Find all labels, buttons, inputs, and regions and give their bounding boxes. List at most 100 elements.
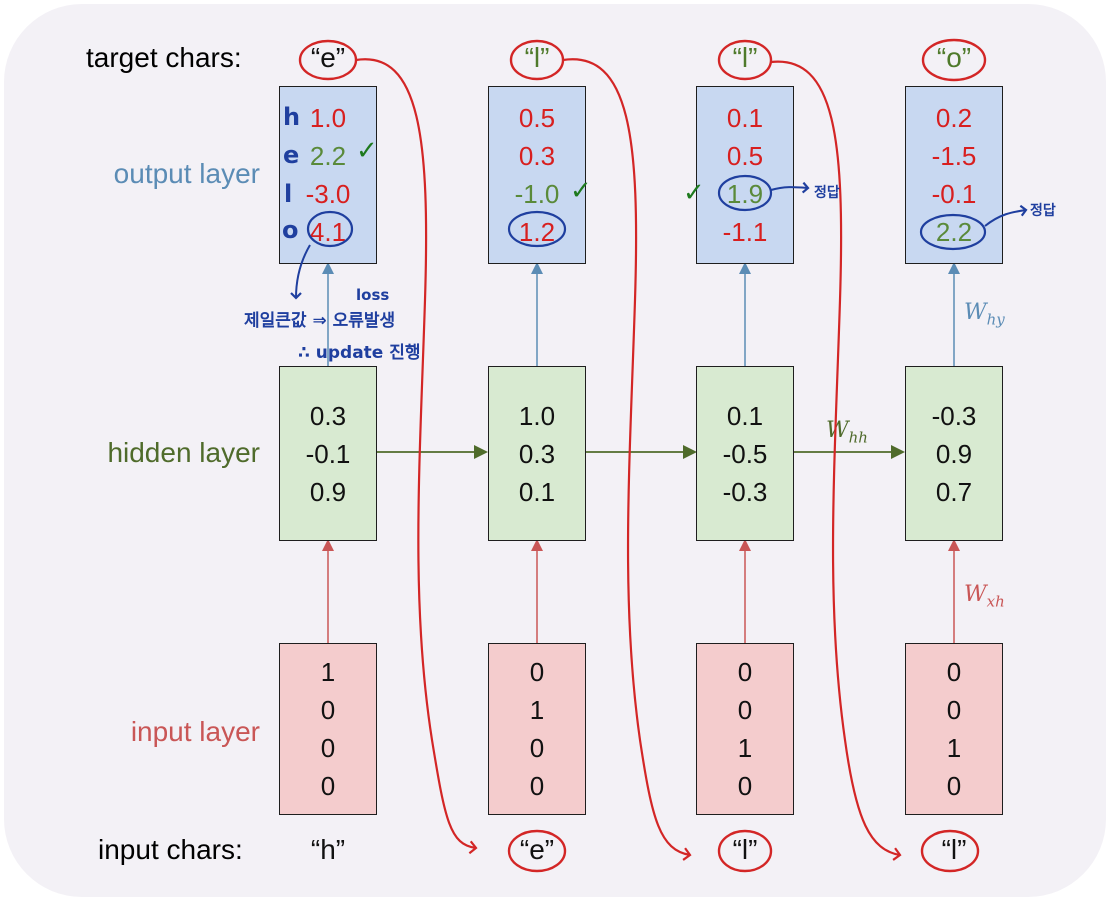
output-layer-label: output layer (113, 158, 260, 189)
hidden-value: 0.1 (726, 400, 764, 431)
hidden-layer-label: hidden layer (107, 437, 260, 468)
target-chars-label: target chars: (86, 42, 242, 73)
target-circle-3 (717, 39, 773, 81)
flow-arrow-2 (562, 58, 692, 861)
correct-arrow-1 (770, 181, 810, 194)
output-value: 0.1 (726, 103, 764, 133)
input-char-1: “h” (310, 834, 346, 865)
why-label: Why (964, 300, 1005, 329)
vocab-letter: o (282, 216, 299, 244)
vocab-letter: h (283, 103, 301, 131)
output-value: -1.1 (722, 217, 768, 247)
target-char-4: “o” (936, 42, 972, 73)
output-value: 1.2 (518, 217, 556, 247)
input-box-3: 0 0 1 0 (696, 643, 794, 815)
input-char-3: “l” (732, 834, 758, 865)
loss-arrow (290, 244, 311, 300)
input-value: 0 (946, 695, 962, 725)
hidden-value: -0.5 (722, 438, 768, 469)
target-char-2: “l” (524, 42, 550, 73)
check-mark: ✓ (356, 136, 378, 166)
correct-arrow-2 (984, 204, 1028, 227)
hidden-box-4: -0.3 0.9 0.7 (905, 366, 1003, 541)
input-circle-2 (507, 829, 567, 873)
loss-note-update: ∴ update 진행 (298, 343, 421, 363)
correct-note-1: 정답 (814, 185, 840, 201)
check-mark: ✓ (683, 178, 705, 208)
hidden-box-3: 0.1 -0.5 -0.3 (696, 366, 794, 541)
output-box-1: 1.0 2.2 -3.0 4.1 (279, 86, 377, 264)
input-value: 0 (529, 657, 545, 687)
output-value: 0.3 (518, 141, 556, 171)
hidden-box-1: 0.3 -0.1 0.9 (279, 366, 377, 541)
input-box-2: 0 1 0 0 (488, 643, 586, 815)
input-box-1: 1 0 0 0 (279, 643, 377, 815)
output-value: -0.1 (931, 179, 977, 209)
output-box-4: 0.2 -1.5 -0.1 2.2 (905, 86, 1003, 264)
loss-note-main: 제일큰값 ⇒ 오류발생 (244, 311, 396, 331)
input-layer-label: input layer (130, 716, 260, 747)
input-value: 0 (320, 695, 336, 725)
hidden-box-2: 1.0 0.3 0.1 (488, 366, 586, 541)
target-char-1: “e” (310, 42, 346, 73)
target-circle-4 (921, 38, 987, 82)
output-value: 0.5 (726, 141, 764, 171)
output-value: 0.2 (935, 103, 973, 133)
input-chars-label: input chars: (98, 834, 243, 865)
flow-arrow-3 (770, 60, 902, 861)
max-circle-2 (507, 210, 567, 248)
hidden-value: 0.9 (935, 438, 973, 469)
hidden-value: 0.9 (309, 476, 347, 507)
input-value: 1 (529, 695, 545, 725)
max-circle-1 (306, 210, 354, 248)
output-value: -3.0 (305, 179, 351, 209)
check-mark: ✓ (570, 176, 592, 206)
correct-note-2: 정답 (1030, 203, 1056, 219)
input-value: 0 (529, 733, 545, 763)
input-char-4: “l” (941, 834, 967, 865)
input-value: 0 (529, 771, 545, 801)
input-value: 0 (320, 771, 336, 801)
input-value: 0 (737, 657, 753, 687)
target-circle-1 (298, 39, 358, 81)
loss-note-loss: loss (356, 286, 390, 304)
hidden-value: 0.3 (518, 438, 556, 469)
wxh-label: Wxh (964, 582, 1005, 611)
target-char-3: “l” (732, 42, 758, 73)
whh-label: Whh (826, 418, 868, 447)
vocab-letter: e (283, 141, 300, 169)
input-value: 0 (737, 771, 753, 801)
hidden-value: -0.3 (722, 476, 768, 507)
hidden-value: -0.1 (305, 438, 351, 469)
input-value: 1 (320, 657, 336, 687)
hidden-value: 0.7 (935, 476, 973, 507)
input-value: 0 (946, 657, 962, 687)
input-value: 1 (946, 733, 962, 763)
output-value: 0.5 (518, 103, 556, 133)
hidden-value: 0.1 (518, 476, 556, 507)
input-char-2: “e” (519, 834, 555, 865)
output-value: 2.2 (309, 141, 347, 171)
target-circle-2 (509, 39, 565, 81)
output-box-2: 0.5 0.3 -1.0 1.2 (488, 86, 586, 264)
output-value: -1.0 (514, 179, 560, 209)
input-value: 0 (737, 695, 753, 725)
input-value: 0 (946, 771, 962, 801)
input-value: 1 (737, 733, 753, 763)
correct-circle-4 (919, 213, 987, 251)
input-circle-4 (920, 829, 980, 873)
flow-arrow-1 (355, 58, 478, 855)
hidden-value: 1.0 (518, 400, 556, 431)
hidden-value: -0.3 (931, 400, 977, 431)
correct-circle-3 (717, 174, 773, 212)
output-value: 1.9 (726, 179, 764, 209)
output-value: -1.5 (931, 141, 977, 171)
input-circle-3 (717, 829, 773, 873)
output-box-3: 0.1 0.5 1.9 -1.1 (696, 86, 794, 264)
input-box-4: 0 0 1 0 (905, 643, 1003, 815)
input-value: 0 (320, 733, 336, 763)
vocab-letter: l (284, 180, 293, 208)
